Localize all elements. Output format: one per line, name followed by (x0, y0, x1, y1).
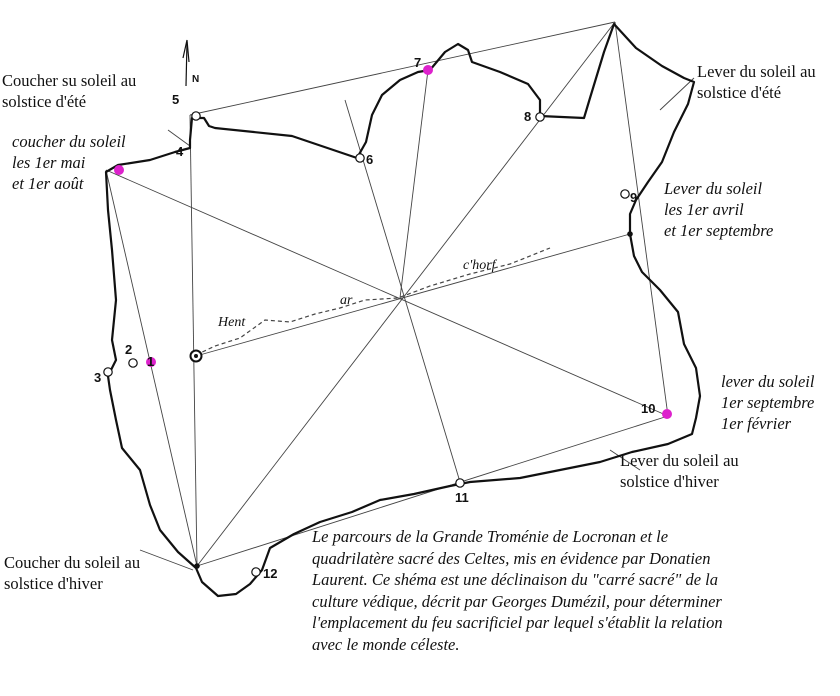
station-number-6: 6 (366, 152, 374, 167)
line-leader-winter-sunset (139, 549, 194, 571)
label-line: Coucher su soleil au (2, 71, 137, 90)
label-line: Lever du soleil (664, 179, 763, 198)
station-marker-2 (128, 358, 138, 368)
corner-dot-southwest (194, 563, 200, 569)
caption-line: culture védique, décrit par Georges Dumé… (312, 591, 722, 611)
station-marker-9 (620, 189, 630, 199)
label-line: 1er février (721, 414, 792, 433)
station-marker-6 (355, 153, 365, 163)
label-line: lever du soleil (721, 372, 815, 391)
station-marker-4 (114, 165, 124, 175)
line-right-edge (614, 21, 669, 417)
label-line: Lever du soleil au (620, 451, 739, 470)
line-diagonal-a (105, 169, 669, 417)
station-number-9: 9 (630, 190, 638, 205)
station-number-4: 4 (176, 144, 184, 159)
station-marker-1 (146, 357, 156, 367)
label-summer-sunrise: Lever du soleil au solstice d'été (697, 61, 816, 103)
line-diagonal-b (196, 21, 616, 567)
label-line: et 1er août (12, 174, 84, 193)
label-line: solstice d'hiver (620, 472, 719, 491)
label-line: solstice d'été (2, 92, 87, 111)
station-markers (103, 65, 672, 577)
label-line: les 1er avril (664, 200, 744, 219)
station-number-2: 2 (125, 342, 133, 357)
line-leader-summer-sunrise (659, 77, 695, 111)
label-april-sep-sunrise: Lever du soleil les 1er avril et 1er sep… (664, 178, 773, 241)
caption-line: avec le monde céleste. (312, 634, 460, 654)
line-diagonal-c (105, 169, 198, 567)
map-caption: Le parcours de la Grande Troménie de Loc… (312, 526, 832, 655)
station-number-12: 12 (263, 566, 278, 581)
caption-line: quadrilatère sacré des Celtes, mis en év… (312, 548, 711, 568)
station-number-8: 8 (524, 109, 532, 124)
station-marker-3 (103, 367, 113, 377)
line-median-ew (195, 233, 631, 357)
station-number-5: 5 (172, 92, 180, 107)
station-number-10: 10 (641, 401, 656, 416)
station-number-3: 3 (94, 370, 102, 385)
label-line: les 1er mai (12, 153, 86, 172)
station-marker-7 (423, 65, 433, 75)
station-marker-10 (662, 409, 672, 419)
label-line: 1er septembre (721, 393, 815, 412)
sight-lines (105, 21, 695, 571)
station-number-1: 1 (147, 354, 155, 369)
station-number-11: 11 (455, 490, 469, 505)
caption-line: l'emplacement du feu sacrificiel par leq… (312, 613, 723, 632)
path-label-chorf: c'horf (463, 258, 496, 273)
line-left-edge (189, 114, 198, 567)
line-diagonal-d (399, 69, 429, 299)
label-winter-sunset: Coucher du soleil au solstice d'hiver (4, 552, 140, 594)
line-top-edge (189, 21, 616, 116)
station-marker-12 (251, 567, 261, 577)
station-marker-5 (191, 111, 201, 121)
line-median-ns (344, 99, 461, 483)
line-leader-summer-sunset (167, 129, 191, 147)
center-point-inner (194, 354, 198, 358)
path-label-ar: ar (340, 293, 353, 308)
corner-dot-east (627, 231, 633, 237)
compass-north-label: N (192, 74, 200, 85)
caption-line: Laurent. Ce shéma est une déclinaison du… (312, 570, 718, 589)
north-arrow (182, 39, 190, 87)
label-line: coucher du soleil (12, 132, 126, 151)
path-label-hent: Hent (218, 315, 246, 330)
label-line: Lever du soleil au (697, 62, 816, 81)
label-winter-sunrise: Lever du soleil au solstice d'hiver (620, 450, 739, 492)
caption-line: Le parcours de la Grande Troménie de Loc… (312, 527, 669, 546)
station-marker-8 (535, 112, 545, 122)
label-line: solstice d'hiver (4, 574, 103, 593)
station-number-7: 7 (414, 55, 422, 70)
label-sep-feb-sunrise: lever du soleil 1er septembre 1er févrie… (721, 371, 814, 434)
station-marker-11 (455, 478, 465, 488)
label-line: et 1er septembre (664, 221, 774, 240)
line-leader-winter-sunrise (609, 449, 641, 471)
label-may-aug-sunset: coucher du soleil les 1er mai et 1er aoû… (12, 131, 126, 194)
label-summer-sunset: Coucher su soleil au solstice d'été (2, 70, 136, 112)
label-line: solstice d'été (697, 83, 782, 102)
tromenie-route (104, 22, 702, 598)
label-line: Coucher du soleil au (4, 553, 141, 572)
hent-ar-chorf-path (195, 247, 551, 356)
